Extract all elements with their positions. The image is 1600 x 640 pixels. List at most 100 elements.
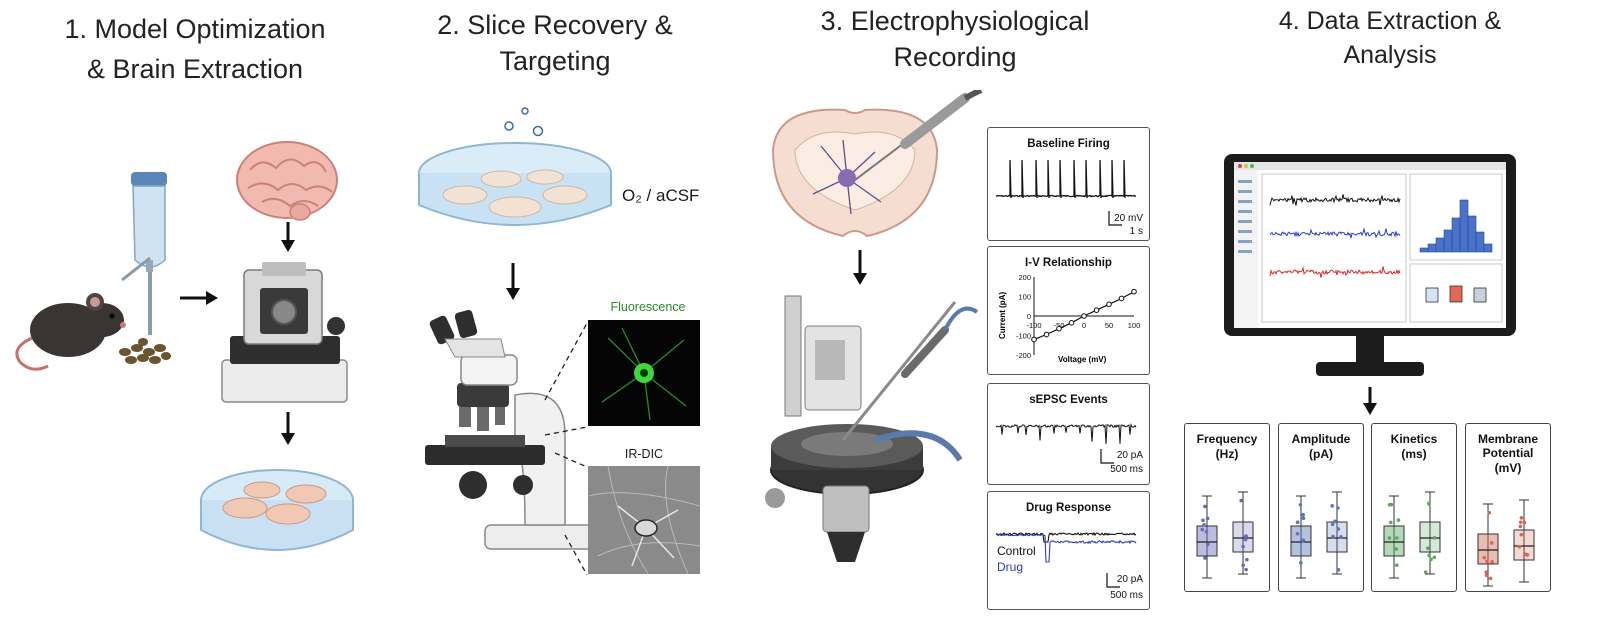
boxplot-box <box>1290 525 1312 557</box>
iv-point <box>1118 295 1125 302</box>
iv-ytick: 100 <box>1018 293 1031 302</box>
histogram-bar <box>1467 215 1477 253</box>
scale-bar-current: 20 pA <box>1116 450 1143 461</box>
brain-slice-icon <box>771 108 939 238</box>
boxplot-point <box>1487 510 1491 515</box>
boxplot-point <box>1206 542 1210 547</box>
brain-icon <box>236 141 338 221</box>
iv-xlabel: Voltage (mV) <box>1058 355 1107 364</box>
boxplot-point <box>1484 573 1489 578</box>
boxplot-point <box>1241 563 1246 568</box>
boxplot-point <box>1203 504 1207 509</box>
metric-title: Frequency <box>1196 432 1258 446</box>
boxplot-point <box>1482 555 1487 560</box>
iv-point <box>1093 307 1100 313</box>
boxplot-pair <box>1383 491 1441 579</box>
boxplot-point <box>1432 555 1437 560</box>
iv-point <box>1031 336 1037 343</box>
histogram-bar <box>1443 229 1453 253</box>
boxplot-box <box>1196 525 1218 557</box>
iv-xtick: 0 <box>1082 321 1086 330</box>
boxplot-point <box>1427 501 1431 506</box>
boxplot-point <box>1426 546 1430 550</box>
panel-baseline-firing: Baseline Firing 20 mV 1 s <box>987 127 1150 241</box>
gas-label: O₂ / aCSF <box>622 186 700 205</box>
boxplot-point <box>1203 556 1207 560</box>
petri-dish-icon <box>200 469 354 551</box>
step-1-illustration <box>15 141 354 551</box>
boxplot-point <box>1519 532 1524 537</box>
scale-bar-time: 1 s <box>1129 226 1143 237</box>
boxplot-box <box>1419 521 1441 553</box>
callout-lines <box>544 322 588 576</box>
spike-train-trace <box>996 159 1137 199</box>
fluorescence-image <box>588 320 700 426</box>
boxplot-point <box>1518 524 1523 529</box>
step-3-title: 3. Electrophysiological Recording <box>820 6 1090 72</box>
step-1-title: 1. Model Optimization & Brain Extraction <box>64 14 326 84</box>
panel-title: sEPSC Events <box>1029 394 1108 406</box>
boxplot-point <box>1396 518 1401 522</box>
boxplot-box <box>1513 529 1535 561</box>
boxplot-point <box>1241 544 1245 549</box>
scale-bar-icon <box>1106 573 1120 588</box>
panel-title: Drug Response <box>1026 502 1111 514</box>
histogram-bar <box>1435 237 1445 253</box>
boxplot-point <box>1484 570 1488 575</box>
metric-unit: (ms) <box>1401 447 1427 461</box>
metric-unit: (pA) <box>1309 447 1333 461</box>
step-2-title: 2. Slice Recovery & Targeting <box>437 10 673 76</box>
iv-point <box>1131 288 1137 295</box>
boxplot-point <box>1330 504 1334 508</box>
iv-point <box>1043 331 1050 338</box>
boxplot-point <box>1299 561 1303 565</box>
boxplot-point <box>1427 553 1431 558</box>
iv-xtick: -50 <box>1054 321 1065 330</box>
boxplot-point <box>1330 522 1335 527</box>
iv-xtick: 100 <box>1128 321 1141 330</box>
boxplot-point <box>1522 520 1527 525</box>
boxplot-point <box>1387 536 1392 540</box>
histogram-bar <box>1419 247 1429 253</box>
boxplot-box <box>1383 525 1405 557</box>
mouse-icon <box>15 293 126 371</box>
boxplot-point <box>1423 570 1428 574</box>
metric-box: Frequency(Hz) <box>1184 423 1270 592</box>
scale-bar-icon <box>1108 211 1122 226</box>
boxplot-point <box>1517 544 1522 549</box>
arrow-down-icon <box>853 250 867 285</box>
boxplot-point <box>1490 560 1494 564</box>
histogram-bar <box>1475 231 1485 253</box>
histogram-bar <box>1427 243 1437 253</box>
scale-bar-time: 500 ms <box>1110 464 1143 475</box>
iv-ytick: -100 <box>1016 332 1031 341</box>
boxplot-box <box>1477 533 1499 565</box>
boxplot-point <box>1489 541 1494 545</box>
boxplot-point <box>1395 563 1399 568</box>
scale-bar-current: 20 pA <box>1116 574 1143 585</box>
boxplot-point <box>1331 534 1335 539</box>
iv-ylabel: Current (pA) <box>998 292 1007 339</box>
boxplot-box <box>1326 521 1348 553</box>
metric-box: Kinetics(ms) <box>1371 423 1457 592</box>
boxplot-point <box>1243 537 1248 542</box>
arrow-down-icon <box>506 263 520 300</box>
boxplot-pair <box>1290 491 1348 579</box>
boxplot-point <box>1336 506 1340 510</box>
monitor-icon <box>1224 154 1516 376</box>
mini-boxplots <box>1425 285 1487 303</box>
histogram-bar <box>1483 243 1493 253</box>
boxplot-point <box>1432 536 1437 540</box>
boxplot-point <box>1301 512 1305 517</box>
drug-response-traces <box>996 531 1137 563</box>
iv-point <box>1068 320 1075 326</box>
irdic-label: IR-DIC <box>624 447 664 461</box>
boxplot-point <box>1339 535 1343 539</box>
metric-title: Kinetics <box>1390 432 1438 446</box>
pipette-icon <box>854 90 983 181</box>
panel-title: Baseline Firing <box>1027 138 1110 150</box>
legend-drug: Drug <box>997 560 1024 574</box>
step-2-illustration <box>418 107 626 576</box>
